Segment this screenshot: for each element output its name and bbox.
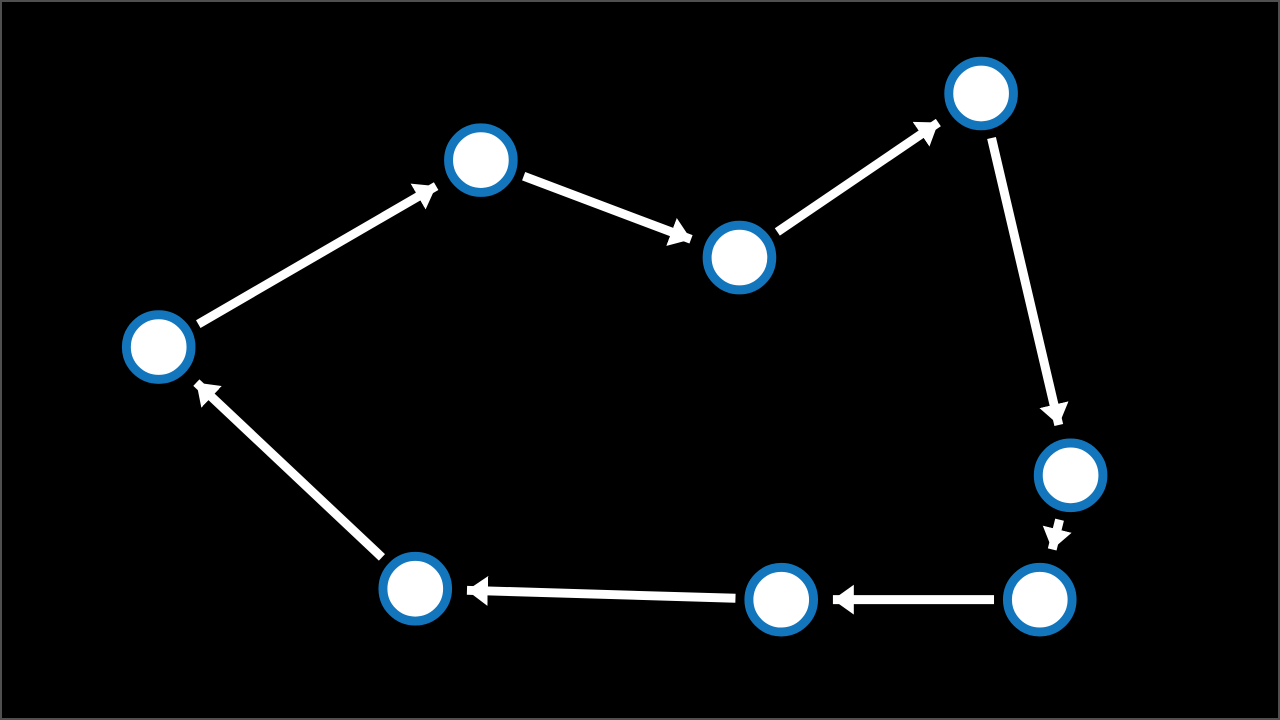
graph-node-n5: [1033, 438, 1108, 513]
graph-edges-layer: [193, 118, 1072, 615]
graph-edge-arrow-n4-n5: [987, 137, 1069, 427]
graph-edge-arrow-n1-n2: [196, 182, 439, 328]
graph-node-n4: [944, 56, 1018, 131]
graph-node-n2: [444, 123, 518, 197]
graph-nodes-layer: [121, 56, 1108, 637]
graph-edge-arrow-n8-n1: [193, 379, 386, 561]
graph-node-n6: [1002, 562, 1077, 637]
graph-node-n8: [378, 551, 453, 626]
graph-edge-arrow-n3-n4: [774, 118, 941, 236]
graph-edge-arrow-n2-n3: [522, 172, 693, 246]
graph-edge-arrow-n7-n8: [466, 576, 736, 606]
graph-node-n1: [121, 310, 196, 384]
graph-node-n7: [744, 562, 819, 637]
graph-node-n3: [702, 220, 777, 295]
graph-edge-arrow-n5-n6: [1042, 518, 1072, 551]
